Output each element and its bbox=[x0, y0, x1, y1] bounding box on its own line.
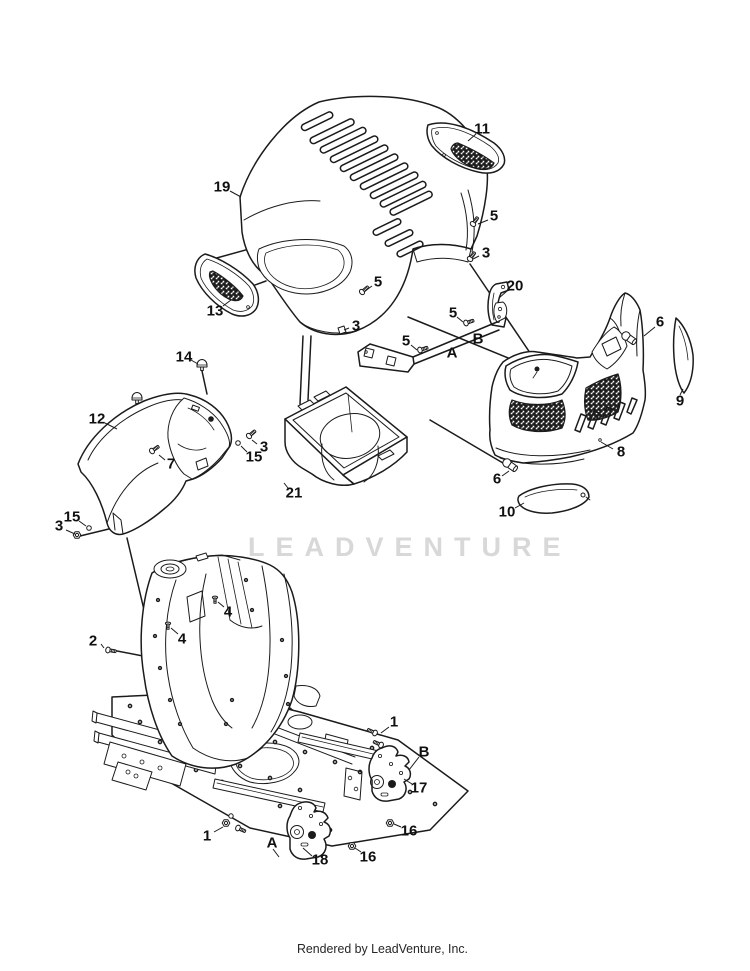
hood-vent-slats bbox=[300, 111, 433, 258]
callout-15: 15 bbox=[63, 508, 81, 526]
callout-20: 20 bbox=[506, 277, 524, 295]
callout-5: 5 bbox=[401, 332, 411, 350]
callout-5: 5 bbox=[448, 304, 458, 322]
callout-6: 6 bbox=[655, 313, 665, 331]
callout-2: 2 bbox=[88, 632, 98, 650]
callout-7: 7 bbox=[166, 455, 176, 473]
callout-4: 4 bbox=[223, 603, 233, 621]
hood-clip-3 bbox=[337, 325, 347, 335]
callout-B: B bbox=[472, 330, 484, 348]
hood-19 bbox=[239, 95, 489, 336]
callout-3: 3 bbox=[259, 438, 269, 456]
air-duct-21 bbox=[284, 386, 408, 486]
side-grille-13 bbox=[194, 253, 260, 317]
callout-17: 17 bbox=[410, 779, 428, 797]
callout-9: 9 bbox=[675, 392, 685, 410]
callout-21: 21 bbox=[285, 484, 303, 502]
leadventure-watermark-text: LEADVENTURE bbox=[248, 532, 572, 562]
callout-6: 6 bbox=[492, 470, 502, 488]
callout-3: 3 bbox=[481, 244, 491, 262]
headlight-trim-9 bbox=[672, 317, 694, 394]
callout-19: 19 bbox=[213, 178, 231, 196]
callout-A: A bbox=[446, 344, 458, 362]
callout-5: 5 bbox=[489, 207, 499, 225]
callout-B: B bbox=[418, 743, 430, 761]
callout-12: 12 bbox=[88, 410, 106, 428]
callout-3: 3 bbox=[54, 517, 64, 535]
callout-16: 16 bbox=[400, 822, 418, 840]
callout-3: 3 bbox=[351, 317, 361, 335]
callout-14: 14 bbox=[175, 348, 193, 366]
frame-rails bbox=[91, 710, 217, 791]
support-bracket-20 bbox=[487, 281, 510, 328]
fasteners bbox=[72, 215, 639, 850]
callout-4: 4 bbox=[177, 630, 187, 648]
callout-1: 1 bbox=[202, 827, 212, 845]
footer-credit: Rendered by LeadVenture, Inc. bbox=[297, 941, 468, 956]
callout-18: 18 bbox=[311, 851, 329, 869]
callout-1: 1 bbox=[389, 713, 399, 731]
headlight-lens-10 bbox=[517, 483, 591, 514]
frame-chassis bbox=[91, 552, 469, 847]
callout-11: 11 bbox=[474, 120, 490, 138]
callout-16: 16 bbox=[359, 848, 377, 866]
callout-13: 13 bbox=[206, 302, 224, 320]
grille-louvers bbox=[574, 397, 638, 433]
hood-pivot-bracket-17 bbox=[368, 745, 412, 802]
callout-15: 15 bbox=[245, 448, 263, 466]
callout-5: 5 bbox=[373, 273, 383, 291]
callout-10: 10 bbox=[498, 503, 516, 521]
grille-housing-8 bbox=[488, 292, 647, 465]
callout-8: 8 bbox=[616, 443, 626, 461]
latch-support-bar bbox=[357, 301, 508, 373]
callout-A: A bbox=[266, 834, 278, 852]
hood-pivot-bracket-18 bbox=[286, 801, 332, 860]
side-grille-11 bbox=[426, 122, 506, 174]
dash-tower bbox=[140, 552, 321, 769]
